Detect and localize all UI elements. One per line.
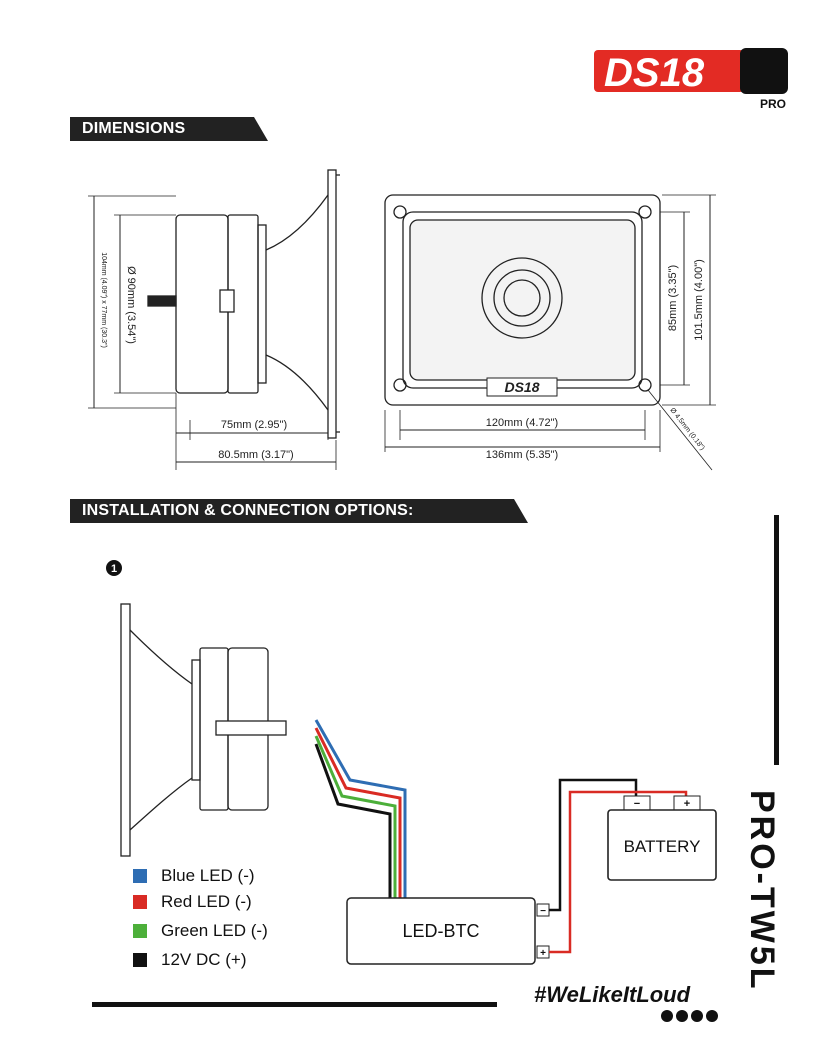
front-view-dome: [503, 279, 541, 317]
side-view-flange: [327, 169, 337, 439]
brand-logo: DS18 PRO: [594, 48, 788, 111]
legend-item: Green LED (-): [133, 919, 268, 943]
tweeter-horn-top: [129, 629, 193, 685]
front-badge: DS18: [504, 379, 539, 395]
front-view-lens: [409, 219, 636, 381]
wire-blue: [314, 719, 407, 898]
vertical-rule: [774, 515, 779, 765]
legend-item: Blue LED (-): [133, 864, 255, 888]
dimensions-heading: DIMENSIONS: [70, 117, 268, 141]
logo-black-block: [740, 48, 788, 94]
front-badge-box: [486, 377, 558, 397]
installation-heading: INSTALLATION & CONNECTION OPTIONS:: [70, 499, 528, 523]
mount-hole-br: [638, 378, 652, 392]
led-btc-label: LED-BTC: [402, 921, 479, 941]
wire-green: [314, 735, 397, 898]
led-btc-box: [346, 897, 536, 965]
side-view: [88, 169, 340, 470]
wire-red: [314, 727, 402, 898]
front-view-outer: [384, 194, 661, 406]
front-view-driver-outer: [481, 257, 563, 339]
tweeter-flange: [120, 603, 131, 857]
side-view-clip: [219, 289, 235, 313]
dimensions-drawing: 104mm (4.09") x 77mm (30.3") Ø 90mm (3.5…: [88, 169, 716, 471]
model-name: PRO-TW5L: [743, 790, 781, 992]
side-view-horn-bottom: [265, 354, 329, 411]
legend-label: Red LED (-): [161, 892, 252, 911]
mount-hole-tr: [638, 205, 652, 219]
front-height-inner-label: 85mm (3.35"): [667, 265, 679, 331]
led-wires: [314, 719, 407, 898]
tweeter-horn-bottom: [129, 777, 193, 831]
side-height-label: 104mm (4.09") x 77mm (30.3"): [100, 252, 107, 348]
battery-wire-negative: [549, 778, 638, 912]
tweeter-clip: [215, 720, 287, 736]
twitter-icon[interactable]: [706, 1010, 718, 1022]
facebook-icon[interactable]: [661, 1010, 673, 1022]
legend-swatch-green: [133, 924, 147, 938]
depth-inner-label: 75mm (2.95"): [221, 419, 287, 431]
mount-hole-tl: [393, 205, 407, 219]
hashtag: #WeLikeItLoud: [534, 982, 691, 1007]
controller-pos-symbol: +: [540, 948, 546, 959]
legend-item: 12V DC (+): [133, 948, 247, 972]
side-diameter-label: Ø 90mm (3.54"): [125, 266, 137, 344]
hole-diameter-label: Ø 4.5mm (0.18"): [668, 407, 705, 452]
legend-swatch-black: [133, 953, 147, 967]
bottom-rule: [92, 1002, 497, 1007]
front-view-driver-inner: [493, 269, 551, 327]
front-width-inner-label: 120mm (4.72"): [486, 417, 558, 429]
depth-outer-label: 80.5mm (3.17"): [218, 449, 293, 461]
legend-label: 12V DC (+): [161, 950, 247, 969]
legend-swatch-red: [133, 895, 147, 909]
legend-label: Blue LED (-): [161, 866, 255, 885]
tweeter-side-view: [120, 603, 287, 857]
side-view-horn-top: [265, 194, 329, 251]
battery-neg-symbol: −: [634, 798, 640, 810]
logo-sub: PRO: [760, 97, 786, 111]
youtube-icon[interactable]: [691, 1010, 703, 1022]
side-view-wire: [147, 295, 177, 307]
controller-neg-symbol: −: [540, 906, 546, 917]
legend-item: Red LED (-): [133, 890, 252, 914]
front-height-outer-label: 101.5mm (4.00"): [693, 259, 705, 341]
battery-wire-positive: [549, 790, 688, 954]
logo-red-block: [594, 50, 744, 92]
instagram-icon[interactable]: [676, 1010, 688, 1022]
tweeter-ring: [191, 659, 201, 781]
logo-text: DS18: [604, 51, 705, 95]
wire-black: [314, 743, 392, 898]
step-badge: [106, 560, 122, 576]
step-number: 1: [111, 563, 117, 575]
front-width-outer-label: 136mm (5.35"): [486, 449, 558, 461]
mount-hole-bl: [393, 378, 407, 392]
installation-diagram: 1 LED-BTC − + − + BATTERY: [106, 560, 717, 965]
battery-pos-symbol: +: [684, 798, 690, 810]
legend-label: Green LED (-): [161, 921, 268, 940]
battery-box: [607, 809, 717, 881]
side-view-ring: [257, 224, 267, 384]
legend-swatch-blue: [133, 869, 147, 883]
battery-label: BATTERY: [624, 837, 701, 856]
social-icons: [661, 1010, 718, 1022]
